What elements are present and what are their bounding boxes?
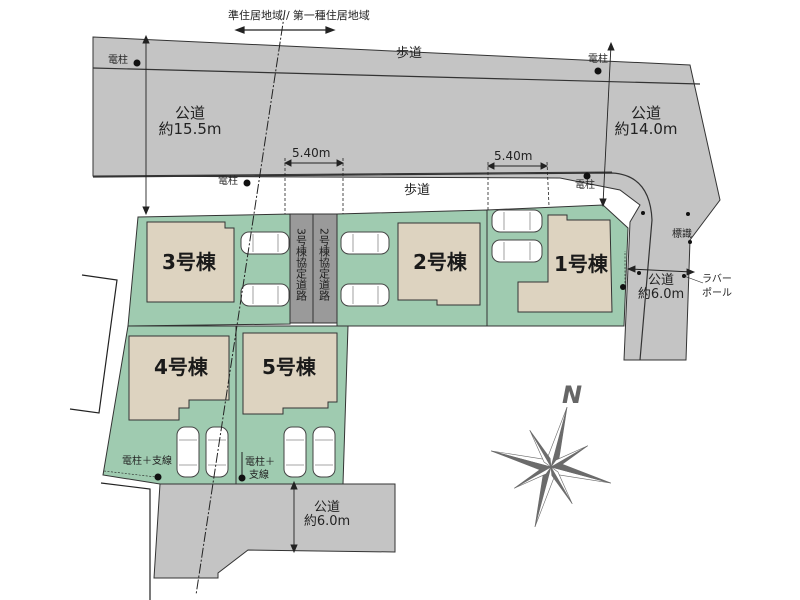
sign-label: 標識 [672,229,692,240]
utility-pole-label-nw: 電柱 [108,55,128,66]
zoning-separator: / [286,9,290,22]
private-road-label-2: 2号棟協定道路 [317,228,331,301]
pole-guy-label-5: 電柱＋ 支線 [245,457,275,481]
utility-poles [133,59,692,482]
compass-rose [491,407,611,527]
utility-pole-label-e: 電柱 [575,180,595,191]
private-road-label-3: 3号棟協定道路 [294,228,308,301]
sidewalk-label-upper: 歩道 [396,46,423,61]
compass-north-label: N [562,381,583,409]
road-label-east: 公道 約6.0m [637,273,685,302]
utility-pole-label-mid: 電柱 [218,176,238,187]
south-road [153,483,396,579]
building-label-5: 5号棟 [262,355,316,379]
zoning-label: 準住居地域/第一種住居地域 [228,10,370,22]
building-2-footprint [397,222,481,306]
rubber-pole-label: ラバー ポール [702,274,732,299]
sidewalk-label-lower: 歩道 [404,183,431,198]
building-4-footprint [128,335,230,421]
dimension-lines [142,34,696,554]
parking-cars [176,209,543,478]
road-label-north-east: 公道 約14.0m [614,104,678,138]
buildings [128,214,613,421]
building-5-footprint [242,332,338,415]
sidewalk-line-upper [92,67,701,85]
north-road [92,36,721,361]
building-label-1: 1号棟 [554,252,608,276]
pole-guy-label-4: 電柱＋支線 [122,456,172,467]
road-label-north: 公道 約15.5m [158,104,222,138]
zoning-arrows [234,26,336,34]
building-label-2: 2号棟 [413,250,467,274]
utility-pole-label-ne: 電柱 [588,54,608,65]
zoning-right: 第一種住居地域 [292,9,370,22]
road-label-south: 公道 約6.0m [303,500,351,529]
building-1-footprint [517,214,613,313]
road-network [92,36,721,579]
building-label-4: 4号棟 [154,355,208,379]
dimension-private-road: 5.40m [292,146,331,160]
dimension-lot1-frontage: 5.40m [494,149,533,163]
sidewalk-line-lower [92,172,653,361]
zoning-boundary-line [195,9,286,596]
building-label-3: 3号棟 [162,250,216,274]
adjacent-property-lines [69,274,151,600]
building-3-footprint [146,221,235,303]
zoning-left: 準住居地域 [228,9,283,22]
